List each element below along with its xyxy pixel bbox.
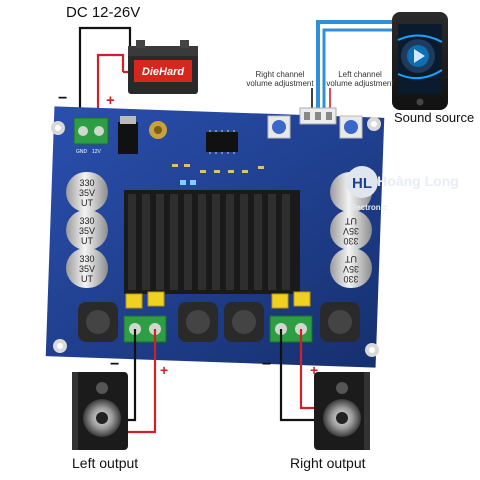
svg-text:UT: UT — [81, 274, 93, 284]
pin-label-gnd: GND — [76, 149, 88, 155]
power-minus-sign: − — [58, 90, 68, 107]
power-plus-sign: + — [106, 92, 115, 109]
right-output-terminal — [269, 315, 313, 343]
left-negative-wire — [128, 329, 137, 422]
right-output-plus: + — [310, 362, 319, 378]
svg-text:UT: UT — [345, 254, 357, 264]
power-supply-label: DC 12-26V — [66, 4, 141, 21]
power-negative-wire — [78, 26, 132, 118]
svg-text:UT: UT — [81, 236, 93, 246]
left-output-terminal — [123, 315, 167, 343]
right-positive-wire — [299, 329, 316, 410]
left-channel-volume-label: Left channel volume adjustment — [326, 70, 394, 88]
svg-text:35V: 35V — [79, 226, 95, 236]
left-output-plus: + — [160, 362, 169, 378]
left-positive-wire — [128, 329, 157, 434]
svg-text:330: 330 — [343, 274, 358, 284]
svg-text:330: 330 — [343, 236, 358, 246]
pin-label-12v: 12V — [92, 149, 102, 155]
svg-text:35V: 35V — [79, 264, 95, 274]
svg-text:330: 330 — [79, 178, 94, 188]
svg-text:330: 330 — [79, 254, 94, 264]
svg-text:35V: 35V — [343, 226, 359, 236]
capacitor-right-3: 330 35V UT — [330, 248, 372, 288]
brand-logo: HL Hoàng Long Electronic — [346, 166, 459, 212]
amplifier-board: GND 12V — [45, 106, 385, 368]
right-negative-wire — [279, 329, 316, 422]
svg-text:330: 330 — [79, 216, 94, 226]
svg-text:UT: UT — [81, 198, 93, 208]
svg-text:Hoàng Long: Hoàng Long — [377, 173, 459, 189]
right-output-minus: − — [262, 356, 272, 373]
heatsink — [124, 190, 300, 294]
sound-source-label: Sound source — [394, 110, 475, 125]
left-output-label: Left output — [72, 455, 139, 471]
svg-text:35V: 35V — [343, 264, 359, 274]
capacitor-right-2: 330 35V UT — [330, 210, 372, 250]
capacitor-left-3: 330 35V UT — [66, 248, 108, 288]
battery-brand: DieHard — [142, 66, 184, 78]
left-output-minus: − — [110, 356, 120, 373]
sound-source-device — [392, 12, 448, 110]
capacitor-left-1: 330 35V UT — [66, 172, 108, 212]
right-speaker — [314, 372, 370, 450]
right-channel-volume-label: Right channel volume adjustment — [246, 70, 314, 88]
svg-text:Electronic: Electronic — [349, 203, 388, 212]
capacitor-left-2: 330 35V UT — [66, 210, 108, 250]
svg-text:35V: 35V — [79, 188, 95, 198]
battery: DieHard — [128, 40, 198, 94]
power-positive-wire — [96, 53, 125, 128]
audio-input-cable — [316, 20, 400, 110]
svg-text:UT: UT — [345, 216, 357, 226]
left-speaker — [72, 372, 128, 450]
right-output-label: Right output — [290, 455, 366, 471]
svg-text:HL: HL — [352, 175, 372, 192]
